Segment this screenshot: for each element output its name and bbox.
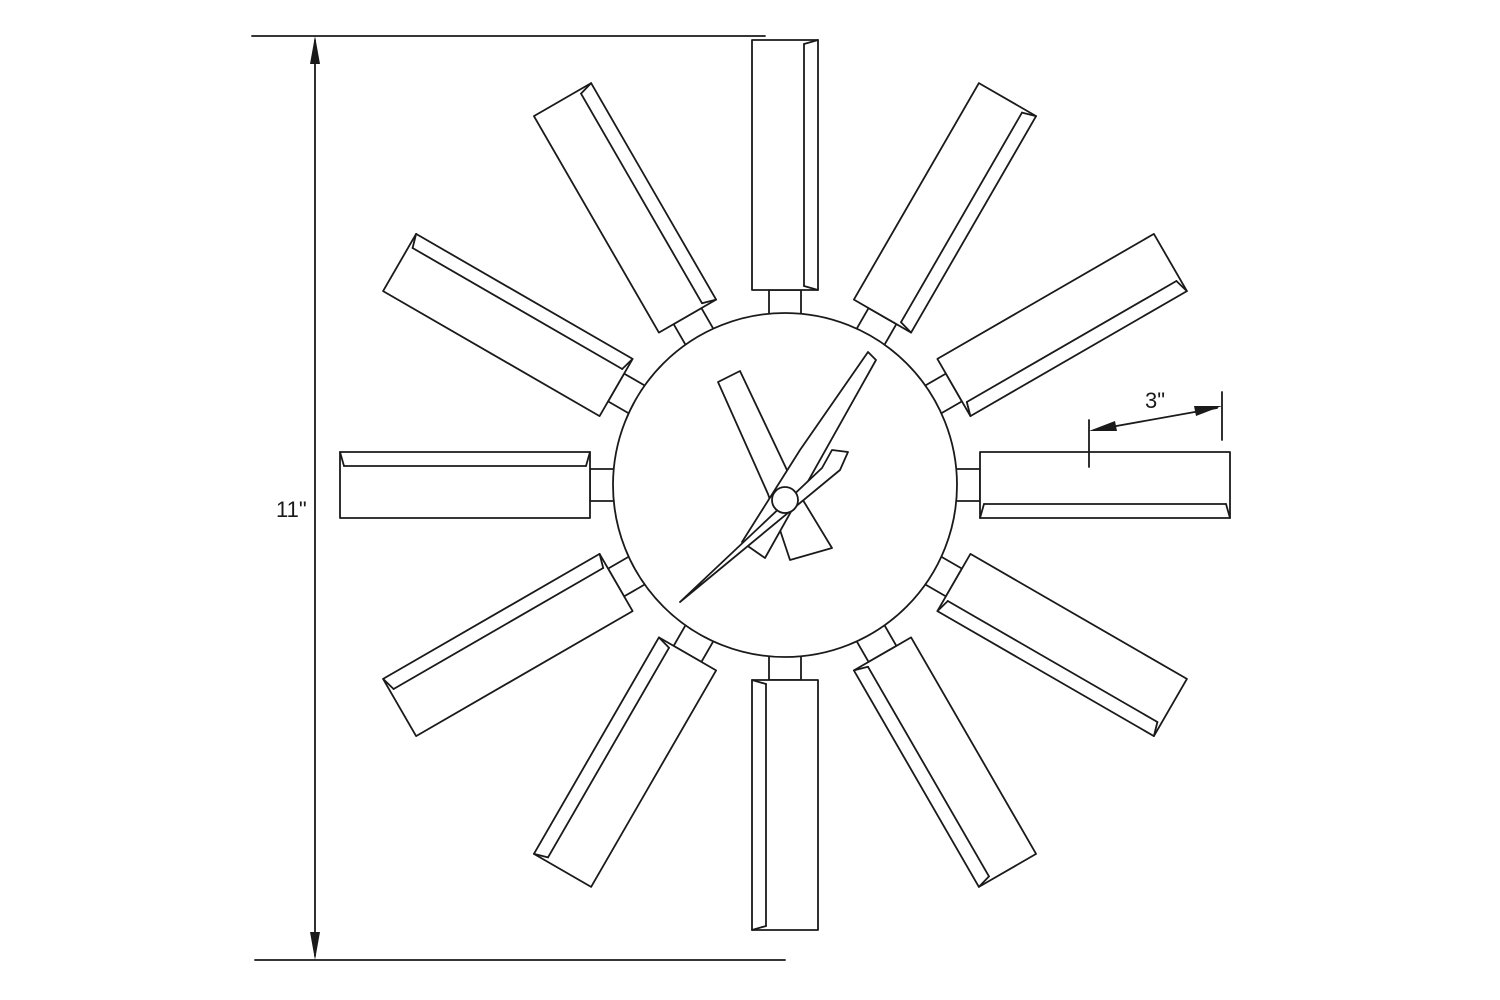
spoke-block	[853, 82, 1037, 334]
clock-hands	[679, 351, 877, 603]
spoke-block-bevel	[621, 357, 634, 370]
spoke-block-bevel	[853, 665, 869, 672]
spoke	[944, 451, 1231, 519]
spoke-block	[533, 636, 717, 888]
spoke-block-bevel	[598, 553, 605, 569]
spoke-length-dimension: 3"	[1088, 388, 1223, 468]
spoke-block-edge	[392, 567, 605, 690]
spoke-block	[751, 679, 819, 931]
spoke	[382, 232, 656, 420]
spoke-block-bevel	[803, 39, 819, 45]
spoke-block	[751, 39, 819, 291]
spoke-length-label: 3"	[1145, 388, 1165, 413]
height-arrow-top	[310, 36, 320, 64]
spoke	[382, 550, 656, 737]
minute-hand	[717, 370, 833, 561]
spoke-block-bevel	[411, 232, 418, 249]
spoke-block-bevel	[1225, 503, 1231, 519]
spoke-block-bevel	[382, 678, 395, 690]
spoke-block-bevel	[1175, 280, 1188, 293]
spoke	[533, 82, 720, 356]
spoke-block-bevel	[339, 451, 345, 467]
spoke	[850, 614, 1037, 888]
spoke-block-bevel	[979, 503, 985, 519]
center-hub	[771, 486, 799, 514]
spoke	[914, 550, 1188, 737]
spoke-block-bevel	[1153, 721, 1159, 737]
spoke-block	[382, 553, 634, 737]
spoke	[751, 644, 819, 931]
spoke-block	[533, 82, 717, 334]
spoke	[533, 614, 720, 888]
spoke-block	[339, 451, 591, 519]
spoke-block-edge	[547, 646, 670, 859]
spoke	[850, 82, 1037, 356]
spoke-block-bevel	[751, 679, 767, 685]
spoke-block-bevel	[936, 600, 949, 612]
spoke-block	[979, 451, 1231, 519]
spoke	[751, 39, 819, 326]
spoke-arrow-right	[1194, 406, 1222, 416]
spoke-block-edge	[411, 247, 624, 370]
height-label: 11"	[276, 497, 307, 522]
spoke-arrow-left	[1089, 421, 1117, 431]
height-dimension: 11"	[251, 35, 786, 961]
spoke-block-edge	[946, 600, 1159, 723]
spoke-block	[382, 232, 634, 418]
spoke-block-bevel	[658, 636, 670, 649]
spoke-block-edge	[867, 665, 990, 878]
spoke-block-bevel	[701, 298, 717, 305]
spoke-block-edge	[965, 280, 1178, 403]
spoke-block-bevel	[580, 82, 592, 95]
spoke-block-bevel	[1021, 111, 1037, 117]
height-arrow-bottom	[310, 932, 320, 960]
spoke-block	[853, 636, 1037, 888]
spoke-block-bevel	[965, 401, 972, 418]
spoke-block-bevel	[585, 451, 591, 467]
clock-spokes	[339, 39, 1231, 931]
second-hand	[679, 449, 849, 603]
spoke-block-bevel	[978, 875, 990, 888]
spoke	[339, 451, 626, 519]
spoke-block-bevel	[900, 321, 912, 334]
spoke-block-edge	[580, 92, 703, 305]
spoke-block-edge	[900, 111, 1023, 324]
spoke-block-bevel	[751, 925, 767, 931]
spoke-block-bevel	[533, 853, 549, 859]
spoke-block	[936, 553, 1188, 737]
spoke-block-bevel	[803, 285, 819, 291]
